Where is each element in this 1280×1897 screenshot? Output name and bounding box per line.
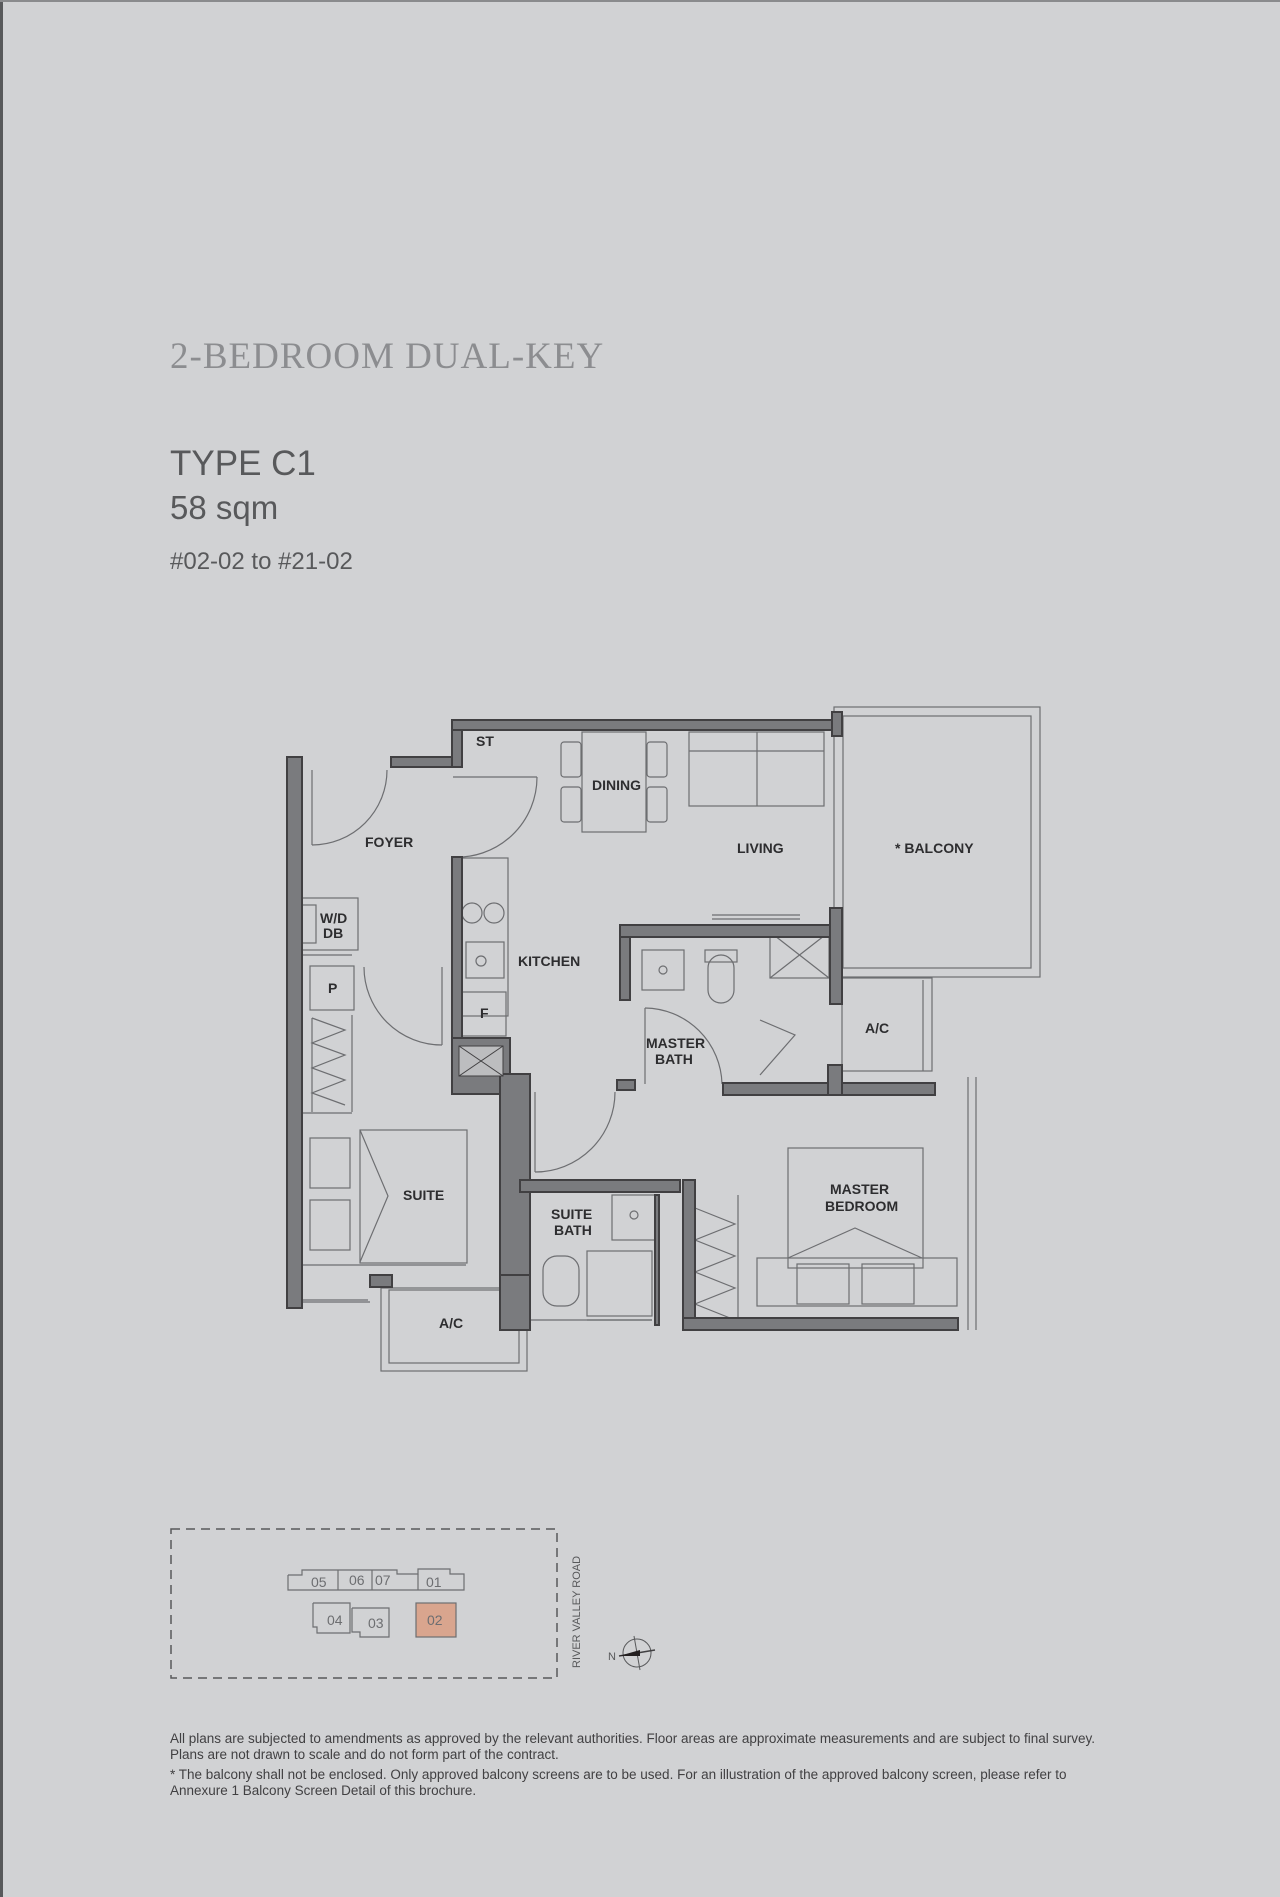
label-f: F xyxy=(480,1005,489,1021)
north-arrow-icon xyxy=(618,1635,656,1671)
label-living: LIVING xyxy=(737,840,784,856)
key-unit-02: 02 xyxy=(427,1612,443,1628)
label-master-bedroom-2: BEDROOM xyxy=(825,1198,898,1214)
master-wardrobe xyxy=(693,1207,737,1321)
label-ac-bottom: A/C xyxy=(439,1315,463,1331)
master-bath-basin xyxy=(641,949,685,991)
key-unit-05: 05 xyxy=(311,1574,327,1590)
label-db: DB xyxy=(323,925,343,941)
key-unit-06: 06 xyxy=(349,1572,365,1588)
label-ac-right: A/C xyxy=(865,1020,889,1036)
label-suite-bath-1: SUITE xyxy=(551,1206,592,1222)
suite-wardrobe xyxy=(310,1017,347,1106)
disclaimer-line-1: All plans are subjected to amendments as… xyxy=(170,1731,1095,1762)
key-unit-01: 01 xyxy=(426,1574,442,1590)
unit-type: TYPE C1 xyxy=(170,444,316,483)
balcony-outline xyxy=(833,706,1041,978)
unit-numbers: #02-02 to #21-02 xyxy=(170,548,353,575)
north-label: N xyxy=(608,1651,616,1663)
key-block-upper xyxy=(287,1568,465,1591)
suite-bath-toilet xyxy=(542,1255,580,1307)
master-bath-toilet xyxy=(707,954,735,1004)
key-plan-border xyxy=(170,1528,558,1679)
road-label: RIVER VALLEY ROAD xyxy=(571,1556,583,1668)
pantry-cabinet xyxy=(309,965,355,1011)
master-bed xyxy=(787,1147,924,1269)
label-kitchen: KITCHEN xyxy=(518,953,580,969)
label-master-bedroom-1: MASTER xyxy=(830,1181,889,1197)
unit-area: 58 sqm xyxy=(170,489,279,526)
label-suite: SUITE xyxy=(403,1187,444,1203)
page-heading: 2-BEDROOM DUAL-KEY xyxy=(170,336,605,377)
key-unit-03: 03 xyxy=(368,1615,384,1631)
label-master-bath-1: MASTER xyxy=(646,1035,705,1051)
page-top-edge xyxy=(0,0,1280,2)
label-suite-bath-2: BATH xyxy=(554,1222,592,1238)
key-plan: 05 06 07 01 04 03 02 RIVER VALLEY ROAD N xyxy=(170,1528,656,1679)
suite-bath-basin xyxy=(611,1194,658,1241)
suite-bath-shower xyxy=(586,1250,653,1317)
dining-table xyxy=(581,731,647,833)
page-left-edge xyxy=(0,0,3,1897)
foyer-door-swing xyxy=(311,769,388,846)
label-p: P xyxy=(328,980,337,996)
key-unit-04: 04 xyxy=(327,1612,343,1628)
disclaimer-line-2: * The balcony shall not be enclosed. Onl… xyxy=(170,1767,1067,1798)
wall-north xyxy=(451,719,843,731)
wall-west xyxy=(286,756,303,1309)
key-unit-02-highlight xyxy=(415,1602,457,1638)
disclaimer-notes: All plans are subjected to amendments as… xyxy=(170,1731,1114,1803)
key-unit-07: 07 xyxy=(375,1572,391,1588)
label-st: ST xyxy=(476,733,494,749)
label-dining: DINING xyxy=(592,777,641,793)
label-master-bath-2: BATH xyxy=(655,1051,693,1067)
ac-right-outline xyxy=(841,977,933,1072)
label-wd: W/D xyxy=(320,910,347,926)
label-balcony: * BALCONY xyxy=(895,840,974,856)
label-foyer: FOYER xyxy=(365,834,413,850)
suite-bed xyxy=(359,1129,468,1264)
